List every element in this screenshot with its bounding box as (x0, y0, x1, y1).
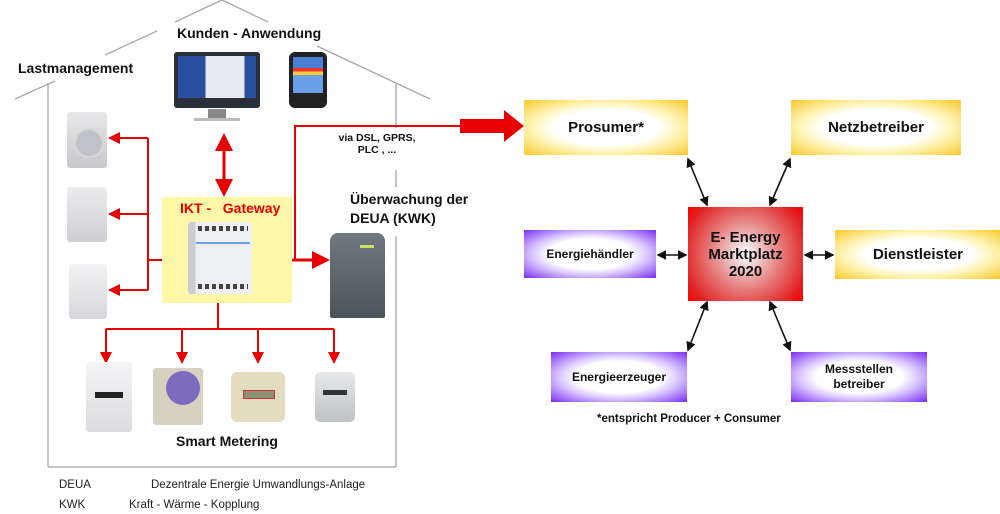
water-meter-icon (153, 368, 203, 425)
monitoring-line-2: DEUA (KWK) (350, 210, 436, 226)
dryer-icon (67, 187, 107, 242)
legend-text-kwk: Kraft - Wärme - Kopplung (129, 499, 260, 511)
customer-application-label: Kunden - Anwendung (177, 25, 322, 41)
monitor-icon (174, 52, 260, 121)
load-management-label: Lastmanagement (18, 60, 134, 76)
big-arrow (460, 110, 524, 142)
gateway-device-icon (188, 222, 252, 294)
heat-meter-icon (231, 372, 285, 422)
legend-text-deua: Dezentrale Energie Umwandlungs-Anlage (151, 479, 366, 491)
legend-abbr-kwk: KWK (59, 499, 86, 511)
smart-metering-label: Smart Metering (176, 433, 278, 449)
house-outline (14, 0, 431, 468)
market-center-line-1: E- Energy (710, 228, 781, 246)
market-center: E- Energy Marktplatz 2020 (688, 207, 803, 301)
participant-prosumer: Prosumer* (524, 100, 688, 155)
connection-line-1: via DSL, GPRS, (338, 132, 416, 144)
red-connectors (100, 125, 462, 364)
gas-meter-icon (315, 372, 355, 422)
connection-label: via DSL, GPRS, PLC , ... (337, 132, 417, 156)
deua-unit-icon (330, 233, 385, 318)
monitoring-label: Überwachung der DEUA (KWK) (350, 190, 468, 228)
participant-dienstleister: Dienstleister (835, 230, 1000, 279)
messstellen-line-1: Messstellen (824, 362, 894, 376)
participant-netzbetreiber: Netzbetreiber (791, 100, 961, 155)
gateway-label: IKT - Gateway (180, 200, 281, 216)
market-center-line-3: 2020 (728, 262, 763, 280)
participant-energieerzeuger: Energieerzeuger (551, 352, 687, 402)
handheld-display-icon (289, 52, 327, 108)
washing-machine-icon (67, 112, 107, 168)
electricity-meter-icon (86, 362, 132, 432)
participant-energiehaendler: Energiehändler (524, 230, 656, 278)
messstellen-line-2: betreiber (833, 377, 885, 391)
participant-messstellenbetreiber: Messstellen betreiber (791, 352, 927, 402)
market-arrows (656, 157, 835, 352)
monitoring-line-1: Überwachung der (350, 191, 469, 207)
footnote: *entspricht Producer + Consumer (597, 413, 781, 425)
market-center-line-2: Marktplatz (708, 245, 783, 263)
connection-line-2: PLC , ... (357, 144, 397, 156)
dishwasher-icon (69, 264, 107, 319)
legend-abbr-deua: DEUA (59, 479, 91, 491)
